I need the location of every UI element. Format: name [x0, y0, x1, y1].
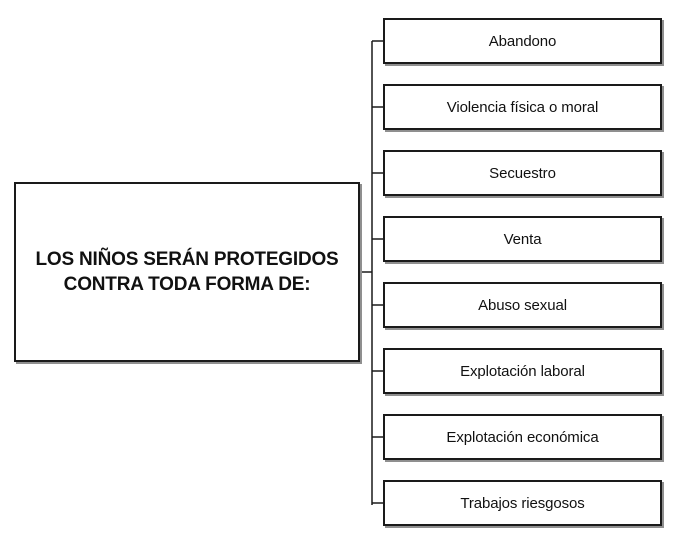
item-box-venta: Venta — [383, 216, 662, 262]
item-box-secuestro: Secuestro — [383, 150, 662, 196]
item-box-abandono: Abandono — [383, 18, 662, 64]
main-statement-box: LOS NIÑOS SERÁN PROTEGIDOS CONTRA TODA F… — [14, 182, 360, 362]
item-box-trabajos-riesgosos: Trabajos riesgosos — [383, 480, 662, 526]
main-statement-line-2: CONTRA TODA FORMA DE: — [63, 274, 311, 295]
item-box-abuso-sexual: Abuso sexual — [383, 282, 662, 328]
item-box-violencia-fisica-moral: Violencia física o moral — [383, 84, 662, 130]
item-box-explotacion-laboral: Explotación laboral — [383, 348, 662, 394]
item-box-explotacion-economica: Explotación económica — [383, 414, 662, 460]
main-statement-line-1: LOS NIÑOS SERÁN PROTEGIDOS — [35, 249, 339, 270]
